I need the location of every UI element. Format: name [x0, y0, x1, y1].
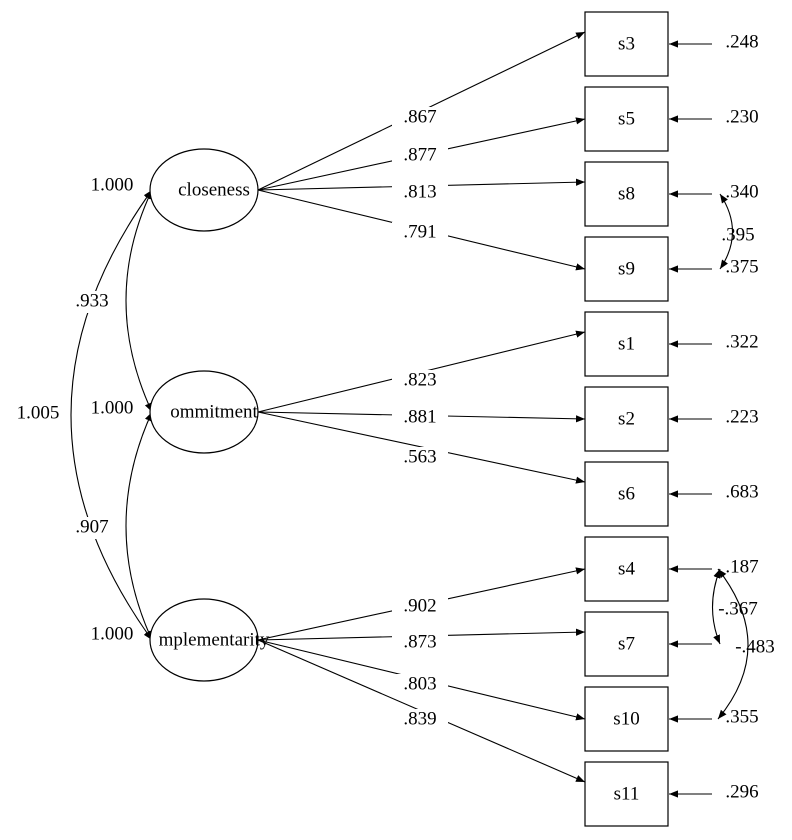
error-variance-s3: .248: [725, 31, 758, 52]
indicator-label-s7: s7: [618, 633, 635, 654]
factor-variance-closeness: 1.000: [91, 174, 134, 195]
correlation-label-bg-2: [14, 403, 62, 425]
factor-variance-commitment: 1.000: [91, 397, 134, 418]
error-covariance-s4-s7: [712, 568, 721, 645]
loading-label-bg-s9: [392, 222, 448, 244]
factor-correlation-value-commitment-complementarity: .907: [75, 516, 108, 537]
latent-factor-closeness: [149, 148, 259, 232]
error-variance-s1: .322: [725, 331, 758, 352]
latent-factor-commitment: [149, 370, 259, 454]
loading-label-bg-s5: [392, 145, 448, 167]
loading-value-s8: .813: [403, 181, 436, 202]
error-variance-s4: .187: [725, 556, 758, 577]
node-shapes: [149, 11, 669, 827]
indicator-box-s4: [584, 536, 669, 602]
indicator-label-s8: s8: [618, 183, 635, 204]
loading-value-s2: .881: [403, 406, 436, 427]
indicator-box-s9: [584, 236, 669, 302]
factor-correlation-closeness-complementarity: [70, 189, 153, 641]
loading-value-s5: .877: [403, 144, 436, 165]
indicator-box-s2: [584, 386, 669, 452]
indicator-box-s6: [584, 461, 669, 527]
latent-factor-label-closeness: closeness: [178, 179, 250, 200]
error-variance-s11: .296: [725, 781, 758, 802]
value-labels: closeness 1.000 ommitment 1.000 mplementarit…: [14, 31, 775, 804]
loading-label-bg-s7: [392, 632, 448, 654]
indicator-box-s7: [584, 611, 669, 677]
loading-label-bg-s1: [392, 370, 448, 392]
error-covariance-value-s4-s7: -.367: [718, 598, 758, 619]
indicator-box-s8: [584, 161, 669, 227]
indicator-label-s5: s5: [618, 108, 635, 129]
error-variance-s10: .355: [725, 706, 758, 727]
indicator-label-s10: s10: [613, 708, 639, 729]
indicator-label-s1: s1: [618, 333, 635, 354]
factor-correlation-value-closeness-complementarity: 1.005: [17, 402, 60, 423]
loading-label-bg-s11: [392, 709, 448, 731]
loading-label-bg-s8: [392, 182, 448, 204]
loading-value-s6: .563: [403, 446, 436, 467]
latent-factor-label-commitment: ommitment: [170, 401, 258, 422]
indicator-box-s10: [584, 686, 669, 752]
indicator-label-s9: s9: [618, 258, 635, 279]
error-covariance-s8-s9: [719, 193, 734, 270]
indicator-box-s1: [584, 311, 669, 377]
factor-correlation-value-closeness-commitment: .933: [75, 290, 108, 311]
loading-value-s11: .839: [403, 708, 436, 729]
error-variance-s2: .223: [725, 406, 758, 427]
latent-factor-label-complementarity: mplementarity: [159, 629, 270, 650]
factor-variance-complementarity: 1.000: [91, 623, 134, 644]
indicator-label-s2: s2: [618, 408, 635, 429]
indicator-label-s6: s6: [618, 483, 635, 504]
error-covariance-value-s4-s10: -.483: [735, 636, 775, 657]
error-variance-s9: .375: [725, 256, 758, 277]
latent-factor-complementarity: [149, 598, 259, 682]
indicator-box-s11: [584, 761, 669, 827]
indicator-box-s5: [584, 86, 669, 152]
error-variance-s8: .340: [725, 181, 758, 202]
error-covariance-s4-s10: [717, 568, 749, 720]
loading-value-s3: .867: [403, 106, 436, 127]
loading-value-s9: .791: [403, 221, 436, 242]
loading-value-s10: .803: [403, 673, 436, 694]
loading-label-bg-s10: [392, 674, 448, 696]
loading-value-s1: .823: [403, 369, 436, 390]
error-variance-s5: .230: [725, 106, 758, 127]
loading-label-bg-s6: [392, 447, 448, 469]
indicator-label-s11: s11: [614, 783, 640, 804]
loading-label-bg-s2: [392, 407, 448, 429]
indicator-label-s4: s4: [618, 558, 635, 579]
factor-correlation-commitment-complementarity: [125, 411, 153, 641]
factor-correlation-closeness-commitment: [125, 189, 153, 413]
indicator-box-s3: [584, 11, 669, 77]
loading-label-bg-s3: [392, 107, 448, 129]
error-variance-s6: .683: [725, 481, 758, 502]
loading-value-s7: .873: [403, 631, 436, 652]
correlation-label-bg-1: [68, 517, 116, 539]
correlation-label-bg-0: [68, 291, 116, 313]
indicator-label-s3: s3: [618, 33, 635, 54]
error-covariance-value-s8-s9: .395: [721, 224, 754, 245]
loading-label-bg-s4: [392, 596, 448, 618]
loading-value-s4: .902: [403, 595, 436, 616]
